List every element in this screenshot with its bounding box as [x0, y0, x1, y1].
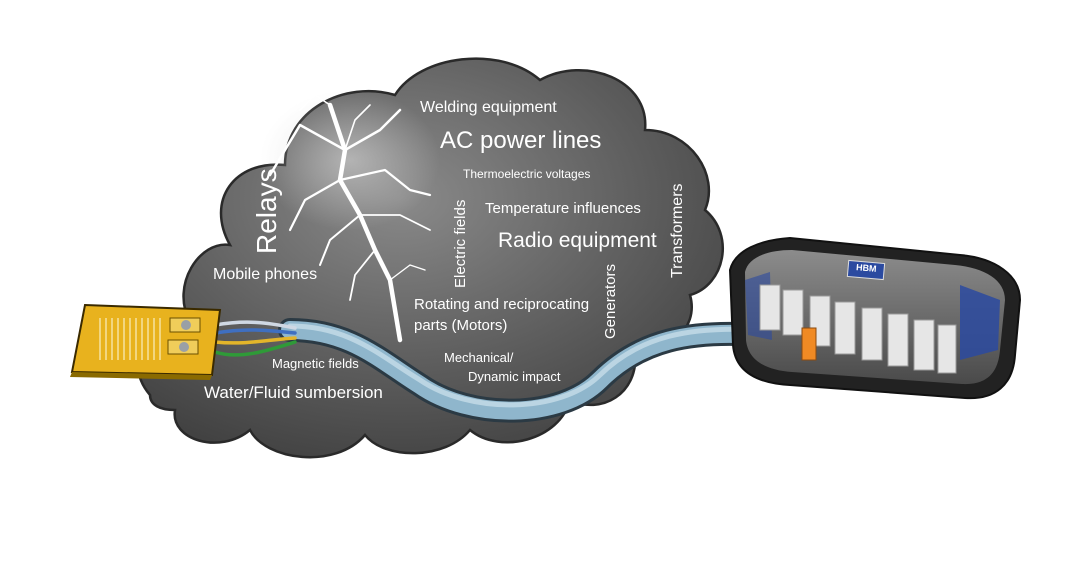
amplifier-device — [728, 236, 1022, 400]
label-electric-fields: Electric fields — [452, 199, 469, 288]
label-welding-equipment: Welding equipment — [420, 99, 557, 116]
label-radio-equipment: Radio equipment — [498, 229, 657, 252]
label-transformers: Transformers — [669, 183, 686, 278]
cable — [278, 318, 772, 423]
label-rotating-parts-line2: parts (Motors) — [414, 317, 508, 334]
logo-text: HBM — [855, 262, 877, 274]
label-magnetic-fields: Magnetic fields — [272, 356, 359, 371]
label-ac-power-lines: AC power lines — [440, 127, 602, 154]
label-mobile-phones: Mobile phones — [213, 266, 318, 283]
label-mechanical-line2: Dynamic impact — [468, 369, 561, 384]
storm-cloud — [136, 57, 724, 459]
strain-gauge — [70, 303, 222, 380]
label-temperature-influences: Temperature influences — [485, 200, 641, 217]
lightning-bolt — [268, 94, 432, 343]
label-thermoelectric-voltages: Thermoelectric voltages — [463, 167, 591, 181]
label-relays: Relays — [251, 168, 282, 254]
label-water-fluid-submersion: Water/Fluid sumbersion — [204, 383, 383, 402]
label-generators: Generators — [602, 263, 619, 339]
label-mechanical-line1: Mechanical/ — [444, 350, 514, 365]
label-rotating-parts-line1: Rotating and reciprocating — [414, 296, 590, 313]
gauge-wires — [213, 320, 297, 357]
